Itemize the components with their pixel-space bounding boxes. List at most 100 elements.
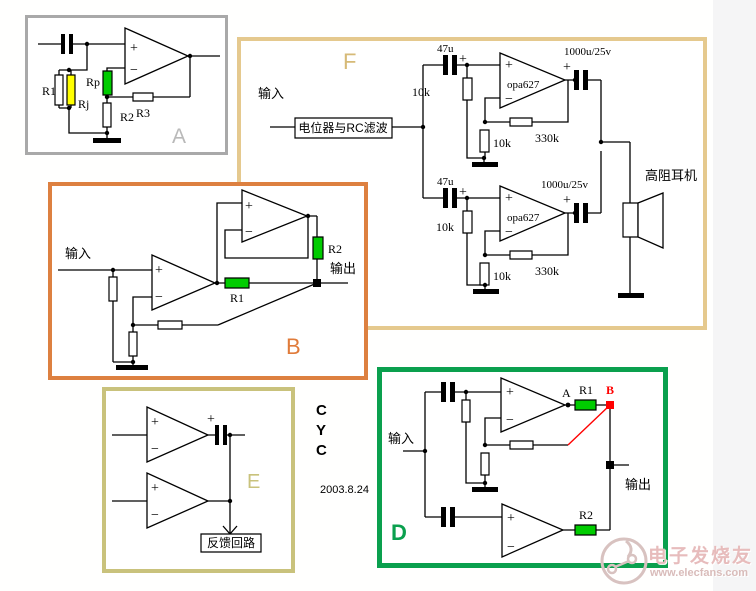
label-10k: 10k bbox=[493, 269, 511, 283]
cap-47u-label: 47u bbox=[437, 43, 454, 55]
opamp-minus: − bbox=[130, 63, 138, 78]
circuit-box-a: + − R1 Rj Rp R2 R3 A bbox=[25, 15, 228, 155]
resistor-10k bbox=[480, 263, 489, 285]
output-node bbox=[313, 279, 321, 287]
junction-dot bbox=[422, 448, 428, 454]
label-r2: R2 bbox=[579, 508, 593, 522]
label-point-b: B bbox=[606, 383, 614, 397]
opamp-icon bbox=[147, 407, 208, 462]
label-point-a: A bbox=[562, 386, 571, 400]
junction-dots bbox=[420, 62, 604, 288]
junction-dot bbox=[84, 41, 90, 47]
junction-dot bbox=[482, 480, 488, 486]
opamp-name: opa627 bbox=[507, 79, 540, 91]
cap-plus: + bbox=[459, 185, 467, 200]
label-r3: R3 bbox=[136, 106, 150, 120]
resistor-r1 bbox=[225, 278, 249, 288]
resistor bbox=[158, 321, 182, 329]
resistor bbox=[109, 277, 117, 301]
label-r1: R1 bbox=[42, 84, 56, 98]
opamp-minus: − bbox=[151, 442, 159, 457]
feedback-tap-red-line bbox=[568, 405, 610, 445]
label-rp: Rp bbox=[86, 75, 100, 89]
opamp-minus: − bbox=[155, 290, 163, 305]
cap-plus: + bbox=[563, 193, 571, 208]
resistor-10k bbox=[480, 130, 489, 152]
point-b-node bbox=[606, 401, 614, 409]
resistor-r3 bbox=[133, 93, 153, 101]
opamp-plus: + bbox=[151, 481, 159, 496]
resistor bbox=[481, 453, 489, 475]
resistor-r1 bbox=[575, 400, 596, 410]
resistor-10k bbox=[463, 78, 472, 100]
circuit-a-drawing: + − R1 Rj Rp R2 R3 A bbox=[28, 18, 225, 148]
capacitor-icon bbox=[223, 425, 227, 445]
box-e-letter: E bbox=[247, 471, 260, 493]
circuit-a-wires bbox=[38, 44, 220, 138]
label-rj: Rj bbox=[78, 97, 89, 111]
resistor-r1 bbox=[55, 75, 63, 105]
date-label: 2003.8.24 bbox=[320, 484, 369, 496]
initial-line: C bbox=[316, 402, 327, 419]
circuit-d-drawing: + − + − 输入 输出 A R1 B R2 D bbox=[388, 372, 651, 563]
opamp-icon bbox=[125, 28, 188, 84]
headphone-driver bbox=[623, 203, 638, 237]
initial-line: Y bbox=[316, 422, 327, 439]
headphone-label: 高阻耳机 bbox=[645, 168, 697, 183]
label-330k: 330k bbox=[535, 131, 559, 145]
cap-plus: + bbox=[563, 60, 571, 75]
junction-dot bbox=[104, 130, 110, 136]
junction-dot bbox=[130, 322, 136, 328]
feedback-loop-label: 反馈回路 bbox=[207, 535, 255, 550]
opamp-plus: + bbox=[507, 511, 515, 526]
circuit-box-d: + − + − 输入 输出 A R1 B R2 D bbox=[377, 367, 668, 568]
capacitor-icon bbox=[452, 188, 457, 208]
resistor-rj bbox=[67, 75, 75, 105]
resistor-r2 bbox=[103, 103, 111, 127]
box-a-letter: A bbox=[172, 125, 186, 148]
capacitor-icon bbox=[450, 507, 455, 527]
resistor-10k bbox=[463, 211, 472, 233]
capacitor-icon bbox=[441, 382, 446, 402]
cap-47u-label: 47u bbox=[437, 176, 454, 188]
initial-line: C bbox=[316, 442, 327, 459]
rc-filter-block bbox=[295, 118, 392, 138]
cap-plus: + bbox=[459, 52, 467, 67]
junction-dot bbox=[463, 389, 469, 395]
capacitor-icon bbox=[443, 188, 448, 208]
watermark: 电子发烧友 www.elecfans.com bbox=[598, 531, 756, 591]
opamp-name: opa627 bbox=[507, 212, 540, 224]
junction-dot bbox=[66, 67, 72, 73]
resistor-330k bbox=[510, 118, 532, 126]
box-b-letter: B bbox=[286, 334, 301, 359]
opamp-minus: − bbox=[151, 508, 159, 523]
capacitor-icon bbox=[583, 203, 588, 223]
feedback-loop-block bbox=[201, 534, 261, 552]
circuit-f-drawing: 电位器与RC滤波 输入 F 47u + 10k 10k 330k + opa62… bbox=[258, 43, 697, 298]
ground-icon bbox=[93, 138, 121, 143]
label-r2: R2 bbox=[328, 242, 342, 256]
resistor-rp bbox=[103, 71, 112, 95]
junction-dot bbox=[227, 498, 233, 504]
opamp-icon bbox=[242, 190, 307, 242]
capacitor-icon bbox=[215, 425, 219, 445]
watermark-site: www.elecfans.com bbox=[650, 567, 749, 579]
circuit-box-e: + − + − + 反馈回路 E bbox=[102, 387, 295, 573]
opamp-plus: + bbox=[245, 199, 253, 214]
ground-icon bbox=[472, 487, 498, 492]
junction-dot bbox=[130, 359, 136, 365]
capacitor-icon bbox=[443, 55, 448, 75]
junction-dot bbox=[214, 280, 220, 286]
ground-icon bbox=[472, 162, 498, 167]
input-label: 输入 bbox=[65, 246, 91, 261]
junction-dot bbox=[110, 267, 116, 273]
cap-1000u-label: 1000u/25v bbox=[564, 46, 612, 58]
opamp-icon bbox=[147, 473, 208, 528]
junction-dot bbox=[104, 94, 110, 100]
capacitor-icon bbox=[441, 507, 446, 527]
label-10k: 10k bbox=[436, 220, 454, 234]
junction-dot bbox=[482, 442, 488, 448]
capacitor-icon bbox=[61, 34, 65, 54]
resistor-r2 bbox=[313, 237, 323, 259]
